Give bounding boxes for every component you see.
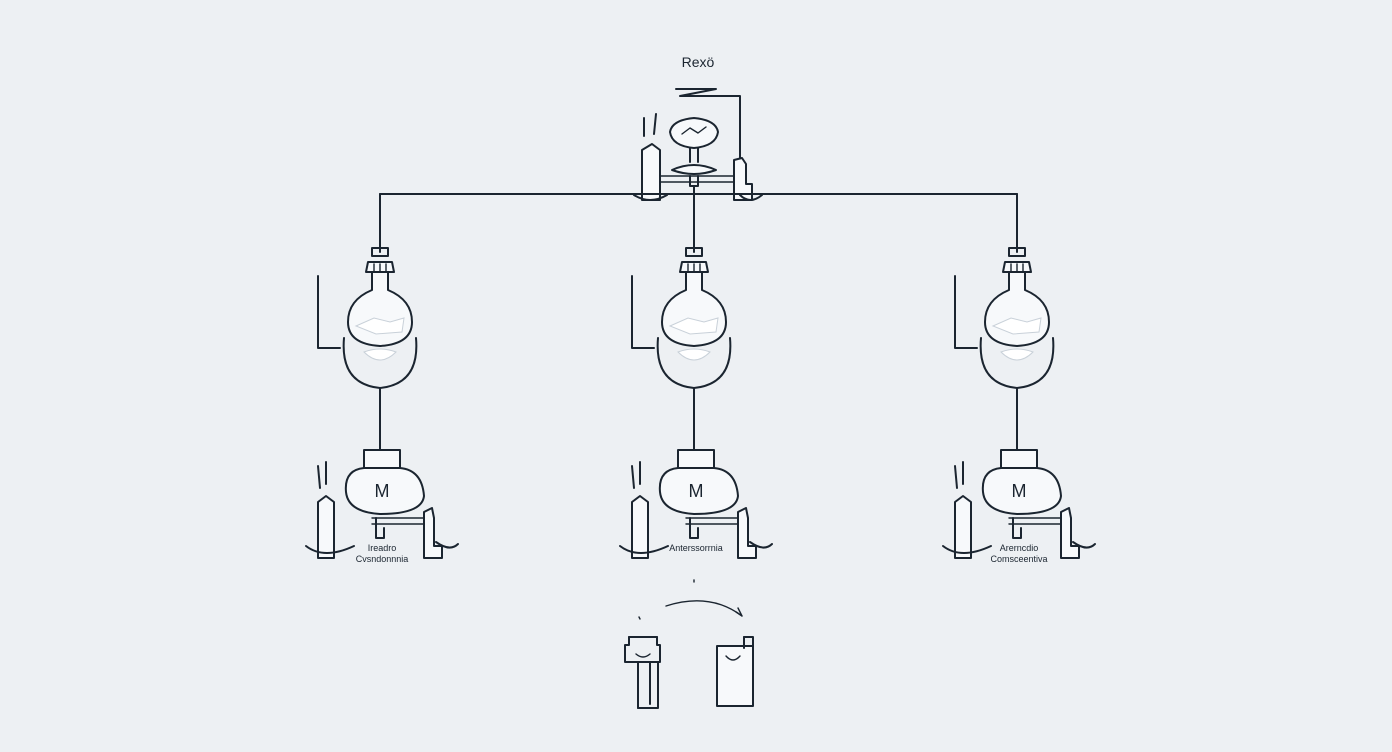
pump-base-line xyxy=(749,541,773,549)
flask-body-icon xyxy=(661,271,727,347)
bowl-highlight xyxy=(677,348,711,361)
pump-base-line xyxy=(435,541,459,549)
branch-caption-line1: Ireadro xyxy=(368,543,397,553)
motor-shaft-icon xyxy=(375,517,385,539)
cylinder-base-line xyxy=(942,545,992,554)
bottom-tick xyxy=(638,616,641,620)
collar-ridges xyxy=(1010,263,1024,273)
collar-ridges xyxy=(373,263,387,273)
cylinder-base-line xyxy=(619,545,669,554)
root-flask-icon xyxy=(669,117,719,187)
pump-base-line xyxy=(1072,541,1096,549)
cylinder-base-line xyxy=(305,545,355,554)
root-label: Rexö xyxy=(682,54,715,70)
motor-shaft-icon xyxy=(689,517,699,539)
motor-base-lines xyxy=(685,517,743,525)
cylinder-tick xyxy=(954,465,958,489)
left-bracket-line xyxy=(954,275,978,349)
flask-body-icon xyxy=(984,271,1050,347)
motor-body-icon xyxy=(981,467,1062,515)
transfer-arrow-head-icon xyxy=(735,607,743,617)
root-frame-line xyxy=(711,95,741,159)
branch-cylinder-icon xyxy=(631,495,649,559)
bowl-highlight xyxy=(363,348,397,361)
left-bracket-line xyxy=(317,275,341,349)
branch-pump-icon xyxy=(423,507,443,559)
branch-caption-line1: Arerncdio xyxy=(1000,543,1039,553)
flask-liquid xyxy=(668,317,719,335)
branch-pump-icon xyxy=(1060,507,1080,559)
branch-pump-icon xyxy=(737,507,757,559)
root-pump-icon xyxy=(733,157,763,201)
left-bracket-line xyxy=(631,275,655,349)
branch-caption-line2: Cvsndonnnia xyxy=(356,554,409,564)
branch-center: M Anterssorrnia xyxy=(619,247,773,559)
flask-body-icon xyxy=(347,271,413,347)
flask-cap-icon xyxy=(371,247,389,257)
root-coil-icon xyxy=(675,88,717,97)
small-left-unit-icon xyxy=(624,636,661,709)
branch-cylinder-icon xyxy=(317,495,335,559)
flask-liquid xyxy=(991,317,1042,335)
motor-shaft-icon xyxy=(1012,517,1022,539)
root-node: Rexö xyxy=(633,54,763,206)
motor-body-icon xyxy=(658,467,739,515)
branch-caption-line2: Comsceentiva xyxy=(990,554,1047,564)
motor-body-icon xyxy=(344,467,425,515)
motor-base-lines xyxy=(1008,517,1066,525)
motor-symbol: M xyxy=(1012,481,1027,501)
flask-liquid xyxy=(354,317,405,335)
transfer-arrow-line xyxy=(665,600,743,617)
branch-cylinder-icon xyxy=(954,495,972,559)
branch-caption-line1: Anterssorrnia xyxy=(669,543,723,553)
cylinder-tick xyxy=(317,465,321,489)
collar-ridges xyxy=(687,263,701,273)
motor-symbol: M xyxy=(689,481,704,501)
motor-base-lines xyxy=(371,517,429,525)
flask-cap-icon xyxy=(1008,247,1026,257)
small-right-unit-icon xyxy=(716,636,754,707)
motor-symbol: M xyxy=(375,481,390,501)
bottom-detail xyxy=(624,579,754,709)
bowl-highlight xyxy=(1000,348,1034,361)
cylinder-tick xyxy=(631,465,635,489)
root-cylinder-icon xyxy=(633,113,668,201)
flask-cap-icon xyxy=(685,247,703,257)
